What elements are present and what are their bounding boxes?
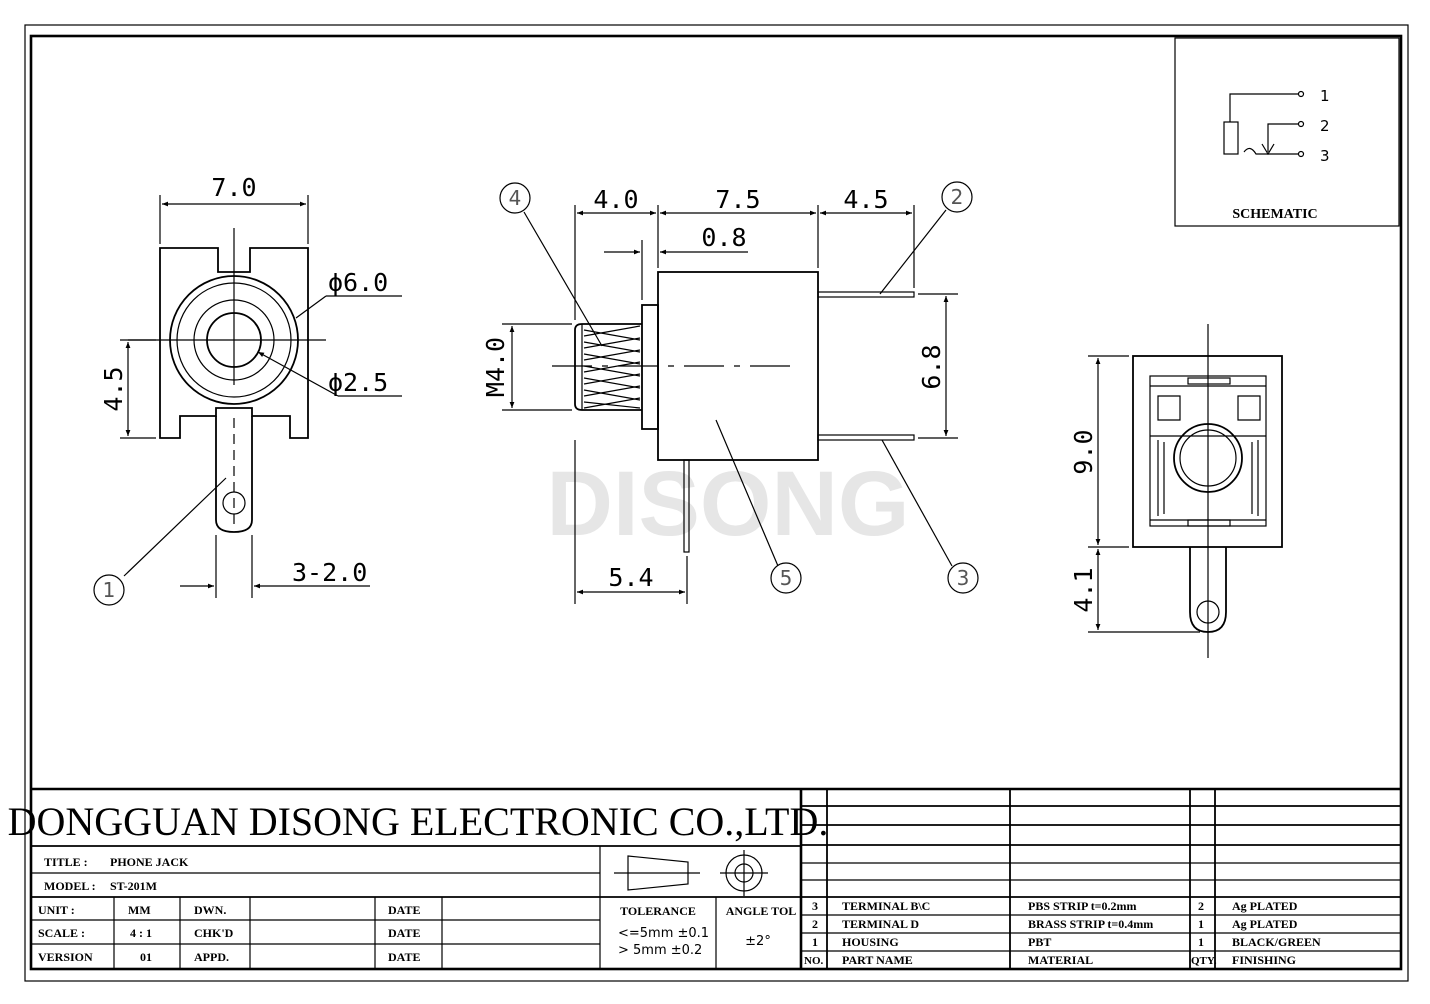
back-view: 9.0 4.1 [1069,324,1283,658]
bom-row-3-material: PBS STRIP t=0.2mm [1028,899,1137,913]
balloon-5: 5 [780,566,793,590]
schematic-pin-3: 3 [1320,147,1330,165]
balloon-4: 4 [509,186,522,210]
balloon-3: 3 [957,566,970,590]
bom-row-1-qty: 1 [1198,935,1204,949]
schematic-pin-1: 1 [1320,87,1330,105]
tolerance-large: > 5mm ±0.2 [618,943,702,958]
bom-row-1-part: HOUSING [842,935,899,949]
version-label: VERSION [38,950,93,964]
dim-back-height: 9.0 [1069,429,1098,474]
bom-header-no: NO. [804,955,824,967]
schematic-pin-2: 2 [1320,117,1330,135]
title-label: TITLE : [44,855,88,869]
dim-inner-diameter: ϕ2.5 [328,368,388,397]
dwn-label: DWN. [194,903,226,917]
dim-body-length: 7.5 [715,185,760,214]
schematic-box: 1 2 3 SCHEMATIC [1174,37,1400,227]
dim-front-width: 7.0 [211,173,256,202]
scale-label: SCALE : [38,926,85,940]
bom-header-material: MATERIAL [1028,953,1093,967]
watermark: DISONG [547,453,910,555]
angle-tol-value: ±2° [745,934,771,949]
bom-row-3-no: 3 [812,899,818,913]
outer-border [24,24,1409,982]
schematic-label: SCHEMATIC [1232,207,1317,222]
version-value: 01 [140,950,152,964]
model-label: MODEL : [44,879,96,893]
date-label-1: DATE [388,903,420,917]
bom-row-1-finishing: BLACK/GREEN [1232,935,1321,949]
balloon-1: 1 [103,578,116,602]
title-value: PHONE JACK [110,855,189,869]
date-label-3: DATE [388,950,420,964]
scale-value: 4 : 1 [130,926,152,940]
balloon-2: 2 [951,185,964,209]
bom-row-2-qty: 1 [1198,917,1204,931]
appd-label: APPD. [194,950,229,964]
chkd-label: CHK'D [194,926,234,940]
dim-front-height: 4.5 [99,366,128,411]
bom-header-finishing: FINISHING [1232,953,1296,967]
bom-row-1-no: 1 [812,935,818,949]
tolerance-small: <=5mm ±0.1 [618,926,709,941]
angle-tol-label: ANGLE TOL [726,904,797,918]
dim-thread-diameter: M4.0 [481,337,510,397]
front-view: 7.0 4.5 ϕ6.0 ϕ2.5 3-2.0 1 [93,173,402,606]
dim-outer-diameter: ϕ6.0 [328,268,388,297]
side-view: 4.0 7.5 4.5 0.8 M4.0 6.8 5.4 4 2 5 [481,181,979,604]
title-block: DONGGUAN DISONG ELECTRONIC CO.,LTD. TITL… [8,787,1401,969]
bom-row-1-material: PBT [1028,935,1051,949]
bom-row-2-finishing: Ag PLATED [1232,917,1298,931]
dim-terminal-length: 4.5 [843,185,888,214]
bom-header-part: PART NAME [842,953,913,967]
dim-pin-offset: 5.4 [608,563,653,592]
dim-body-height: 6.8 [917,344,946,389]
bom-header-qty: QTY. [1191,955,1217,967]
date-label-2: DATE [388,926,420,940]
dim-thread-length: 4.0 [593,185,638,214]
model-value: ST-201M [110,879,157,893]
dim-flange-thickness: 0.8 [701,223,746,252]
company-name: DONGGUAN DISONG ELECTRONIC CO.,LTD. [8,799,829,844]
bom-row-2-material: BRASS STRIP t=0.4mm [1028,917,1153,931]
bom-row-2-no: 2 [812,917,818,931]
dim-pin-width: 3-2.0 [292,558,367,587]
unit-value: MM [128,903,151,917]
dim-back-pin: 4.1 [1069,567,1098,612]
tolerance-label: TOLERANCE [620,904,696,918]
unit-label: UNIT : [38,903,75,917]
bom-row-2-part: TERMINAL D [842,917,919,931]
bom-row-3-qty: 2 [1198,899,1204,913]
bom-row-3-finishing: Ag PLATED [1232,899,1298,913]
bom-row-3-part: TERMINAL B\C [842,899,930,913]
